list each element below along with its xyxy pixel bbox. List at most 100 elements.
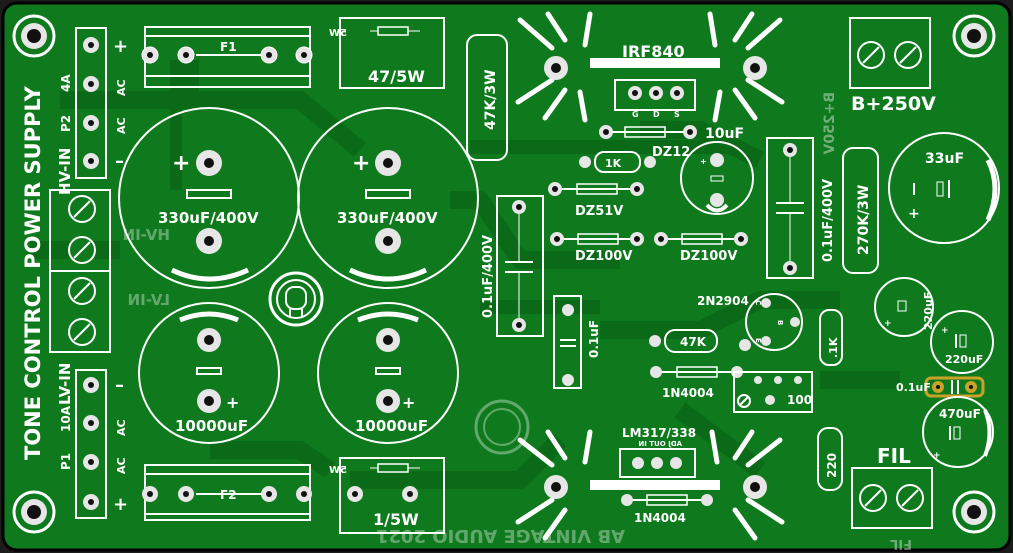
mounting-hole-top-right (952, 14, 996, 58)
regulator-label: LM317/338 (622, 426, 696, 440)
mosfet-pin-d: D (653, 110, 660, 119)
c-33uf-label: 33uF (925, 151, 964, 167)
regulator-lm317: ADJ OUT IN LM317/338 (515, 426, 785, 541)
p2-pin2-label: AC (115, 79, 128, 96)
dz100a-label: DZ100V (575, 249, 632, 264)
zener-dz100-b: DZ100V (654, 232, 748, 264)
f1-label: F1 (220, 40, 237, 54)
resistor-1k-vertical: .1K (819, 309, 843, 366)
f2-label: F2 (220, 488, 237, 502)
fil-label: FIL (877, 444, 911, 468)
resistor-47k-small: 47K (649, 329, 751, 353)
capacitor-330uf-right: + 330uF/400V (297, 107, 479, 289)
p2-ref: P2 (59, 115, 73, 132)
lv-in-label: LV-IN (56, 363, 74, 405)
r-5w-bottom-label: 1/5W (373, 510, 419, 529)
tr-pin-b: B (776, 320, 784, 325)
r-47k-label: 47K/3W (483, 69, 499, 130)
capacitor-10uf: + 10uF (680, 126, 754, 215)
p2-pin4-label: – (115, 151, 124, 172)
p1-pin1-label: – (115, 375, 124, 396)
capacitor-0u1-gold: 0.1uF (896, 376, 985, 398)
r-1k-label: 1K (605, 157, 622, 170)
lv-in-mirror: LV-IN (128, 291, 170, 309)
hv-in-label: HV-IN (56, 148, 74, 195)
b-plus-label: B+250V (851, 93, 936, 115)
transistor-label: 2N2904 (697, 294, 749, 308)
capacitor-10000uf-left: + 10000uF (138, 302, 280, 444)
r-1k-vert-label: .1K (827, 337, 840, 358)
svg-text:+: + (172, 151, 190, 176)
p2-rating: 4A (59, 74, 73, 92)
resistor-1k: 1K (579, 151, 656, 173)
c-0u1-gold-label: 0.1uF (896, 381, 931, 394)
r-270k-label: 270K/3W (856, 185, 872, 255)
fuse-f2: F2 (142, 464, 312, 521)
p1-rating: 10A (59, 405, 73, 432)
board-title: TONE CONTROL POWER SUPPLY (21, 85, 45, 460)
capacitor-470uf: + 470uF (922, 396, 994, 468)
resistor-47-5w: 5W 47/5W (329, 17, 445, 89)
c-0u1-400-left-label: 0.1uF/400V (481, 235, 496, 318)
terminal-hv-lv: HV-IN LV-IN HV-IN LV-IN (49, 148, 170, 405)
p1-pin3-label: AC (115, 457, 128, 474)
svg-text:+: + (941, 326, 949, 336)
capacitor-33uf: + 33uF (888, 132, 1000, 244)
p1-ref: P1 (59, 453, 73, 470)
cap-330-right-label: 330uF/400V (337, 209, 438, 227)
c-10uf-label: 10uF (705, 126, 744, 142)
credit-mirror: AB VINTAGE AUDIO 2021 (376, 525, 625, 546)
svg-text:+: + (933, 451, 941, 461)
d-1n4004-b-label: 1N4004 (634, 511, 686, 525)
c-470u-label: 470uF (939, 407, 981, 421)
terminal-fil: FIL FIL (851, 444, 933, 551)
svg-text:+: + (884, 319, 892, 329)
connector-p2: + AC AC – P2 4A (59, 27, 128, 179)
connector-p1: – AC AC + P1 10A (59, 369, 128, 519)
terminal-b-plus: B+250V B+250V (822, 17, 936, 155)
capacitor-10000uf-right: + 10000uF (317, 302, 459, 444)
svg-text:+: + (700, 157, 707, 166)
transistor-2n2904: C B E 2N2904 (697, 293, 803, 351)
mosfet-pin-s: S (674, 110, 680, 119)
capacitor-220uf-b: + 220uF (930, 310, 994, 374)
zener-dz100-a: DZ100V (550, 232, 644, 264)
diode-1n4004-b: 1N4004 (621, 494, 713, 525)
c-0u1-small-label: 0.1uF (587, 320, 601, 358)
r-5w-bottom-tag: 5W (329, 465, 347, 476)
r-47k-small-label: 47K (680, 335, 707, 349)
r-220-label: 220 (825, 453, 839, 478)
c-220u-a-label: 220uF (922, 292, 935, 330)
resistor-220: 220 (817, 427, 843, 491)
b-plus-mirror: B+250V (822, 92, 838, 155)
cap-10000-right-label: 10000uF (355, 417, 428, 435)
mounting-hole-bottom-left (12, 490, 56, 534)
p2-pin1-label: + (113, 36, 128, 57)
capacitor-220uf-a: + 220uF (874, 277, 935, 337)
trimmer-100: 100 (733, 371, 813, 413)
svg-text:+: + (226, 393, 239, 412)
fil-mirror: FIL (890, 536, 912, 551)
svg-text:+: + (352, 151, 370, 176)
r-5w-top-tag: 5W (329, 28, 347, 39)
svg-text:+: + (402, 393, 415, 412)
regulator-pins-label: ADJ OUT IN (638, 440, 682, 448)
dz51-label: DZ51V (575, 204, 623, 219)
mounting-hole-top-left (12, 14, 56, 58)
tr-pin-c: C (754, 300, 762, 305)
cap-10000-left-label: 10000uF (175, 417, 248, 435)
capacitor-0u1-small: 0.1uF (553, 295, 601, 389)
dz12-label: DZ12 (652, 145, 690, 160)
mounting-hole-bottom-right (952, 490, 996, 534)
d-1n4004-a-label: 1N4004 (662, 386, 714, 400)
tube-logo-shadow (474, 399, 530, 455)
fuse-f1: F1 (141, 26, 313, 88)
zener-dz51: DZ51V (548, 182, 644, 219)
resistor-47k-3w: 47K/3W (466, 34, 508, 161)
tr-pin-e: E (754, 338, 762, 343)
trimmer-label: 100 (787, 393, 812, 407)
capacitor-0u1-400v-right: 0.1uF/400V (766, 137, 836, 279)
p1-pin4-label: + (113, 494, 128, 515)
mosfet-pin-g: G (632, 110, 639, 119)
